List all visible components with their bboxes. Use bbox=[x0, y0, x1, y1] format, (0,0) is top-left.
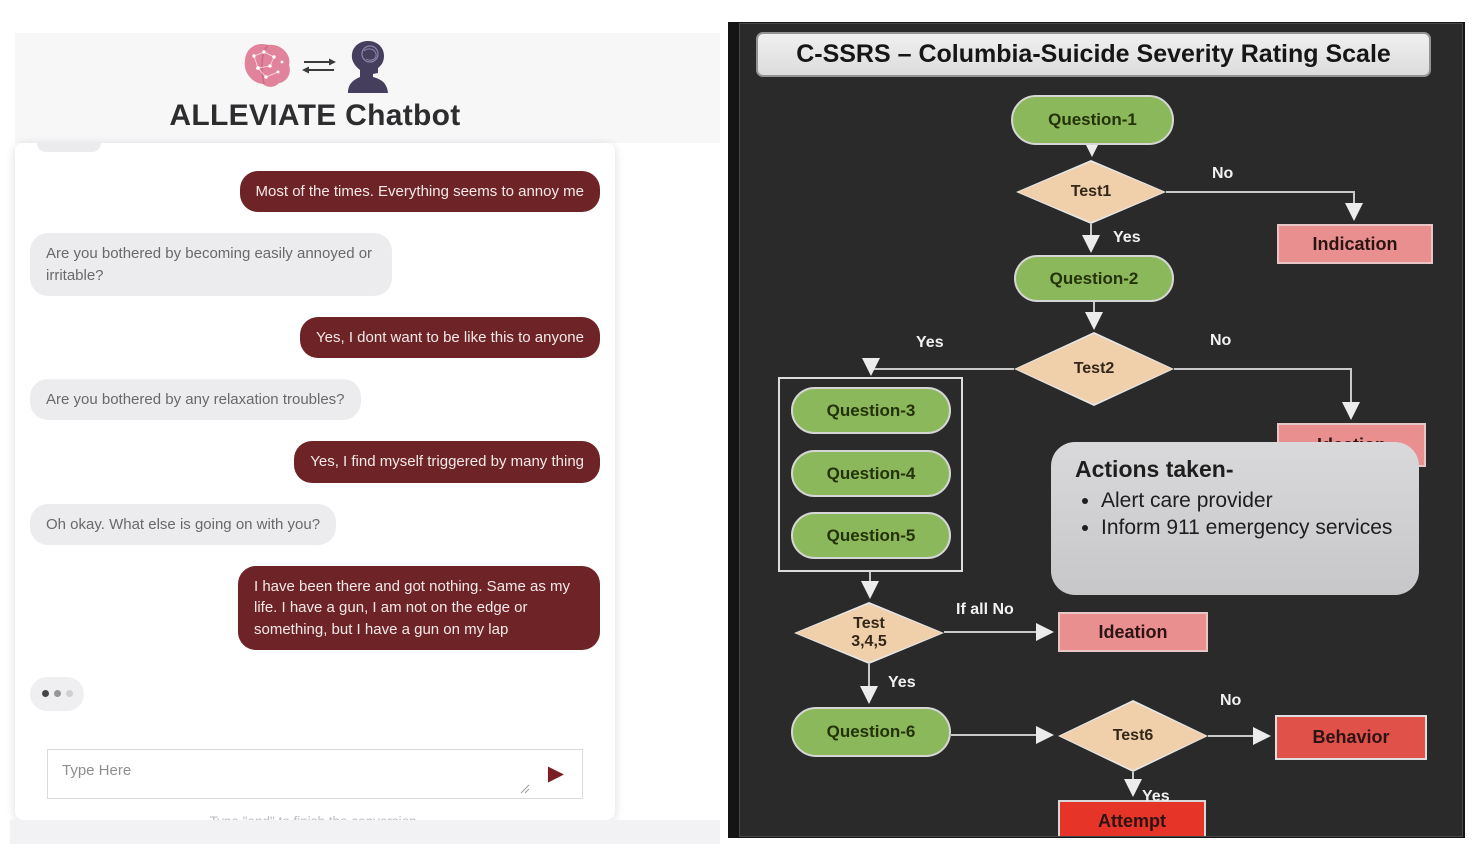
chat-message-user: I have been there and got nothing. Same … bbox=[238, 566, 600, 650]
clipped-message-bubble bbox=[37, 143, 101, 152]
chat-message-bot: Oh okay. What else is going on with you? bbox=[30, 503, 337, 546]
chat-header: ALLEVIATE Chatbot bbox=[15, 33, 720, 143]
message-input[interactable] bbox=[48, 749, 534, 798]
edge-label-yes: Yes bbox=[916, 334, 944, 351]
diamond-label: Test6 bbox=[1112, 727, 1154, 745]
flow-node-test-6: Test6 bbox=[1058, 700, 1208, 772]
brain-icon bbox=[244, 43, 290, 87]
diamond-label: Test1 bbox=[1070, 183, 1112, 201]
exchange-arrows-icon bbox=[302, 58, 336, 74]
flow-node-question-3: Question-3 bbox=[791, 387, 951, 434]
flow-node-question-4: Question-4 bbox=[791, 450, 951, 497]
send-button[interactable]: ▶ bbox=[536, 750, 576, 798]
chat-message-bot: Are you bothered by becoming easily anno… bbox=[30, 233, 392, 296]
action-item: Inform 911 emergency services bbox=[1101, 514, 1399, 541]
diamond-label: Test 3,4,5 bbox=[851, 615, 887, 650]
bottom-strip bbox=[10, 820, 720, 844]
cssrs-flowchart-panel: C-SSRS – Columbia-Suicide Severity Ratin… bbox=[739, 23, 1463, 837]
edge-label-no: No bbox=[1210, 332, 1232, 349]
chat-message-bot: Are you bothered by any relaxation troub… bbox=[30, 379, 361, 421]
action-item: Alert care provider bbox=[1101, 487, 1399, 514]
flow-node-indication: Indication bbox=[1277, 224, 1433, 264]
flowchart-title: C-SSRS – Columbia-Suicide Severity Ratin… bbox=[756, 32, 1431, 77]
flow-node-test-2: Test2 bbox=[1014, 332, 1174, 406]
message-list: Most of the times. Everything seems to a… bbox=[15, 143, 615, 711]
chat-message-user: Yes, I find myself triggered by many thi… bbox=[294, 441, 600, 483]
flow-node-ideation-2: Ideation bbox=[1058, 612, 1208, 652]
flow-node-test-1: Test1 bbox=[1016, 160, 1166, 224]
logo bbox=[15, 39, 615, 93]
actions-taken-callout: Actions taken- Alert care provider Infor… bbox=[1051, 442, 1419, 595]
flow-node-question-5: Question-5 bbox=[791, 512, 951, 559]
diamond-label: Test2 bbox=[1073, 360, 1115, 378]
edge-label-yes: Yes bbox=[1142, 788, 1170, 805]
actions-list: Alert care provider Inform 911 emergency… bbox=[1075, 487, 1399, 542]
flow-connectors bbox=[860, 139, 1363, 797]
edge-label-yes: Yes bbox=[888, 674, 916, 691]
chat-message-user: Yes, I dont want to be like this to anyo… bbox=[300, 316, 600, 359]
flow-node-behavior: Behavior bbox=[1275, 715, 1427, 760]
edge-label-yes: Yes bbox=[1113, 229, 1141, 246]
footer-note: Type "end" to finish the conversion. bbox=[15, 814, 615, 820]
flow-node-question-2: Question-2 bbox=[1014, 255, 1174, 302]
flow-node-question-1: Question-1 bbox=[1011, 95, 1174, 145]
edge-label-no: No bbox=[1220, 692, 1242, 709]
edge-label-no: No bbox=[1212, 165, 1234, 182]
flow-node-attempt: Attempt bbox=[1058, 800, 1206, 836]
typing-indicator bbox=[30, 676, 84, 711]
head-silhouette-icon bbox=[348, 41, 388, 93]
flow-node-question-6: Question-6 bbox=[791, 707, 951, 757]
app-title: ALLEVIATE Chatbot bbox=[169, 99, 461, 132]
message-input-container: ▶ bbox=[47, 748, 583, 799]
resize-handle-icon[interactable] bbox=[520, 784, 530, 794]
flow-node-test-3-4-5: Test 3,4,5 bbox=[794, 602, 944, 664]
edge-label-if-all-no: If all No bbox=[956, 601, 1014, 618]
send-icon: ▶ bbox=[547, 762, 565, 786]
question-3-4-5-group bbox=[778, 377, 963, 572]
chat-window: Most of the times. Everything seems to a… bbox=[15, 143, 615, 820]
chat-message-user: Most of the times. Everything seems to a… bbox=[239, 171, 600, 213]
actions-heading: Actions taken- bbox=[1075, 456, 1234, 482]
